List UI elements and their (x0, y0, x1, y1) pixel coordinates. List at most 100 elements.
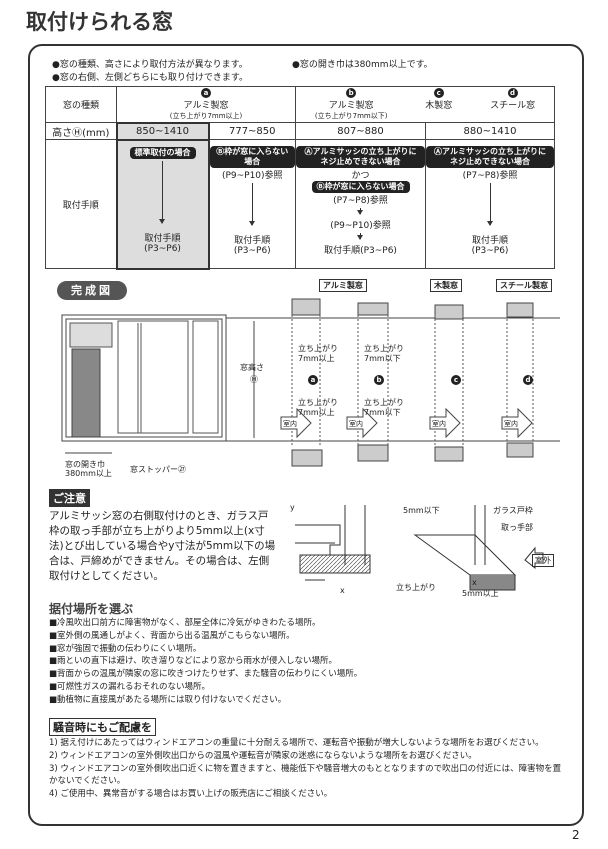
height-cell: 777~850 (208, 122, 296, 140)
procedure-cell: Ⓐアルミサッシの立ち上がりにネジ止めできない場合 かつ Ⓑ枠が窓に入らない場合 … (295, 139, 426, 269)
caution-section-figure (295, 505, 371, 581)
over5-label: 5mm以上 (462, 589, 499, 598)
arrow-icon (486, 183, 493, 226)
arrow-icon (357, 208, 363, 215)
procedure-pages: (P3~P6) (471, 246, 509, 256)
type-a-cell: a アルミ製窓(立ち上がり7mm以上) (116, 86, 296, 123)
page-ref: (P9~P10)参照 (221, 171, 283, 181)
type-name: スチール窓 (490, 101, 536, 111)
caution-text: アルミサッシ窓の右側取付けのとき、ガラス戸枠の取っ手部が立ち上がりより5mm以上… (49, 510, 276, 582)
sash (117, 320, 189, 434)
badge-a: a (308, 375, 318, 385)
rise-value: 7mm以下 (364, 354, 401, 363)
arrow-icon (248, 183, 255, 226)
location-list: ■冷風吹出口前方に障害物がなく、部屋全体に冷気がゆきわたる場所。 ■室外側の風通し… (49, 617, 362, 707)
rise-value: 7mm以下 (364, 408, 401, 417)
arrow-icon (159, 160, 165, 224)
badge-d: d (507, 88, 518, 98)
height-cell: 880~1410 (425, 122, 555, 140)
steel-frame-bottom (506, 442, 534, 458)
type-sub: (立ち上がり7mm以上) (169, 111, 243, 120)
condition-pill: 標準取付の場合 (129, 146, 196, 159)
page-title: 取付けられる窓 (26, 10, 173, 34)
list-item: 2) ウィンドエアコンの室外側吹出口からの温風や運転音が隣家の迷惑にならないよう… (49, 750, 477, 761)
list-item: 1) 据え付けにあたってはウィンドエアコンの重量に十分耐える場所で、運転音や振動… (49, 738, 544, 748)
alu-frame-bottom (291, 449, 323, 467)
outdoor-label: 室外 (532, 554, 554, 567)
rise-value: 7mm以上 (298, 354, 335, 363)
list-item: ■可燃性ガスの漏れるおそれのない場所。 (49, 681, 211, 692)
badge-b: b (374, 375, 384, 385)
list-item: ■室外側の風通しがよく、背面から出る温風がこもらない場所。 (49, 630, 295, 641)
rise-label: 立ち上がり (298, 398, 338, 407)
y-label: y (290, 503, 295, 512)
indoor-arrows (280, 407, 533, 439)
procedure-result: 取付手順 (144, 233, 181, 244)
x-label: x (340, 586, 345, 595)
list-item: 3) ウィンドエアコンの室外側吹出口近くに物を置きますと、機能低下や騒音増大のも… (49, 763, 562, 787)
page-ref: (P7~P8)参照 (462, 171, 518, 181)
badge-a: a (201, 87, 211, 98)
window-frame (61, 314, 227, 442)
height-symbol: Ⓗ (250, 375, 258, 384)
rise-value: 7mm以上 (298, 408, 335, 417)
completion-diagram (61, 298, 560, 467)
indoor-label: 室内 (432, 420, 446, 428)
caution-heading: ご注意 (49, 489, 90, 507)
height-cell: 850~1410 (115, 121, 210, 141)
wood-frame-top (434, 304, 464, 320)
procedure-pages: (P3~P6) (144, 243, 181, 254)
badge-b: b (346, 88, 357, 98)
note: ●窓の開き巾は380mm以上です。 (292, 60, 433, 70)
row-header: 高さⒽ(mm) (45, 122, 117, 140)
aircon-unit (69, 322, 113, 348)
caution-perspective-figure (413, 505, 544, 591)
glass-frame-label: ガラス戸枠 (493, 506, 533, 515)
condition-pill: Ⓐアルミサッシの立ち上がりにネジ止めできない場合 (296, 146, 425, 168)
procedure-result: 取付手順 (234, 236, 271, 246)
indoor-label: 室内 (504, 420, 518, 428)
type-sub: (立ち上がり7mm以下) (314, 112, 388, 120)
completion-heading: 完成図 (57, 281, 127, 300)
rise-label: 立ち上がり (364, 344, 404, 353)
note: ●窓の右側、左側どちらにも取り付けできます。 (52, 73, 248, 83)
indoor-label: 室内 (283, 420, 297, 428)
x-label: x (472, 578, 477, 587)
window-height-label: 窓高さ (240, 363, 264, 372)
label-aluminum: アルミ製窓 (319, 279, 367, 292)
procedure-cell: Ⓑ枠が窓に入らない場合 (P9~P10)参照 取付手順(P3~P6) (208, 139, 296, 269)
indoor-label: 室内 (349, 420, 363, 428)
list-item: ■動植物に直接風があたる場所には取り付けないでください。 (49, 694, 287, 705)
list-item: ■冷風吹出口前方に障害物がなく、部屋全体に冷気がゆきわたる場所。 (49, 618, 321, 628)
procedure-cell: 標準取付の場合 取付手順(P3~P6) (115, 138, 210, 270)
page-ref: (P7~P8)参照 (333, 196, 388, 206)
label-wood: 木製窓 (430, 279, 462, 292)
handle-label: 取っ手部 (501, 523, 533, 532)
type-name: 木製窓 (425, 101, 453, 111)
rise-label: 立ち上がり (396, 583, 436, 592)
and-label: かつ (351, 171, 370, 181)
aircon-panel (71, 348, 101, 438)
arrow-icon (357, 233, 363, 240)
opening-value: 380mm以上 (65, 469, 112, 478)
stopper-label: 窓ストッパー㉗ (130, 465, 186, 474)
page-number: 2 (572, 828, 580, 842)
list-item: ■背面からの温風が隣家の窓に吹きつけたりせず、また騒音の伝わりにくい場所。 (49, 669, 363, 680)
procedure-cell: Ⓐアルミサッシの立ち上がりにネジ止めできない場合 (P7~P8)参照 取付手順(… (425, 139, 555, 269)
procedure-result: 取付手順(P3~P6) (324, 246, 397, 256)
type-name: アルミ製窓 (328, 101, 374, 111)
under5-label: 5mm以下 (403, 506, 440, 515)
page-ref: (P9~P10)参照 (330, 221, 391, 231)
list-item: 4) ご使用中、異常音がする場合はお買い上げの販売店にご相談ください。 (49, 789, 333, 800)
location-heading: 据付場所を選ぶ (49, 602, 134, 616)
rise-label: 立ち上がり (364, 398, 404, 407)
row-header: 窓の種類 (45, 86, 117, 123)
type-name: アルミ製窓 (183, 100, 229, 111)
steel-frame-top (506, 302, 534, 318)
condition-pill: Ⓐアルミサッシの立ち上がりにネジ止めできない場合 (426, 146, 554, 168)
procedure-result: 取付手順 (471, 236, 508, 246)
opening-label: 窓の開き巾 (65, 460, 105, 469)
row-header: 取付手順 (45, 139, 117, 269)
